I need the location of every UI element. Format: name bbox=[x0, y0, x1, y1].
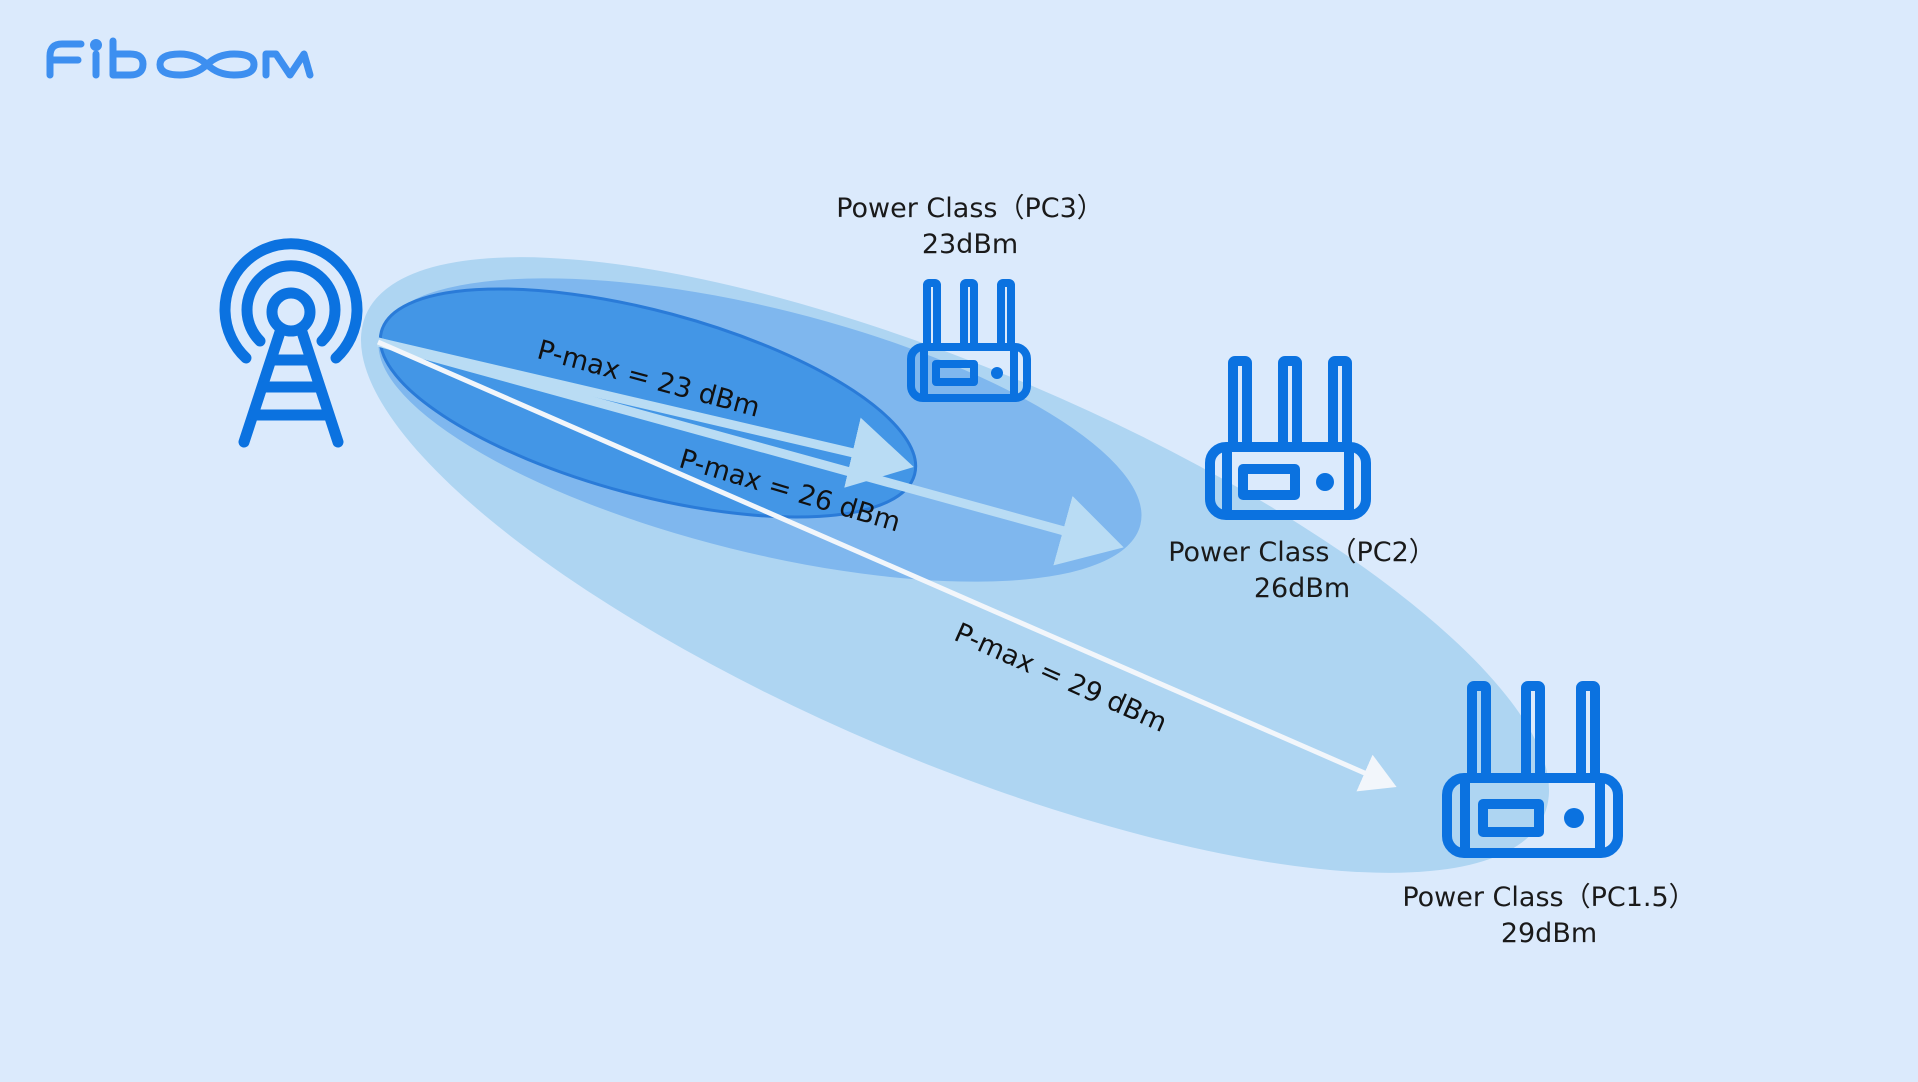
fibocom-logo bbox=[46, 37, 314, 79]
beam-arrow-26dbm bbox=[376, 337, 1124, 566]
cell-tower-icon bbox=[219, 238, 363, 448]
device-label-pc3: Power Class（PC3） 23dBm bbox=[820, 191, 1120, 263]
beam-arrow-29dbm bbox=[376, 339, 1397, 792]
router-icon-pc3 bbox=[907, 279, 1031, 402]
device-name-pc2: Power Class（PC2） bbox=[1168, 537, 1436, 568]
router-icon-pc2 bbox=[1205, 356, 1371, 520]
device-name-pc3: Power Class（PC3） bbox=[836, 193, 1104, 224]
device-label-pc1-5: Power Class（PC1.5） 29dBm bbox=[1384, 880, 1714, 952]
device-power-pc2: 26dBm bbox=[1253, 573, 1351, 604]
device-label-pc2: Power Class（PC2） 26dBm bbox=[1152, 535, 1452, 607]
device-power-pc1-5: 29dBm bbox=[1500, 918, 1598, 949]
device-name-pc1-5: Power Class（PC1.5） bbox=[1402, 882, 1696, 913]
device-power-pc3: 23dBm bbox=[921, 229, 1019, 260]
router-icon-pc1-5 bbox=[1442, 681, 1623, 858]
